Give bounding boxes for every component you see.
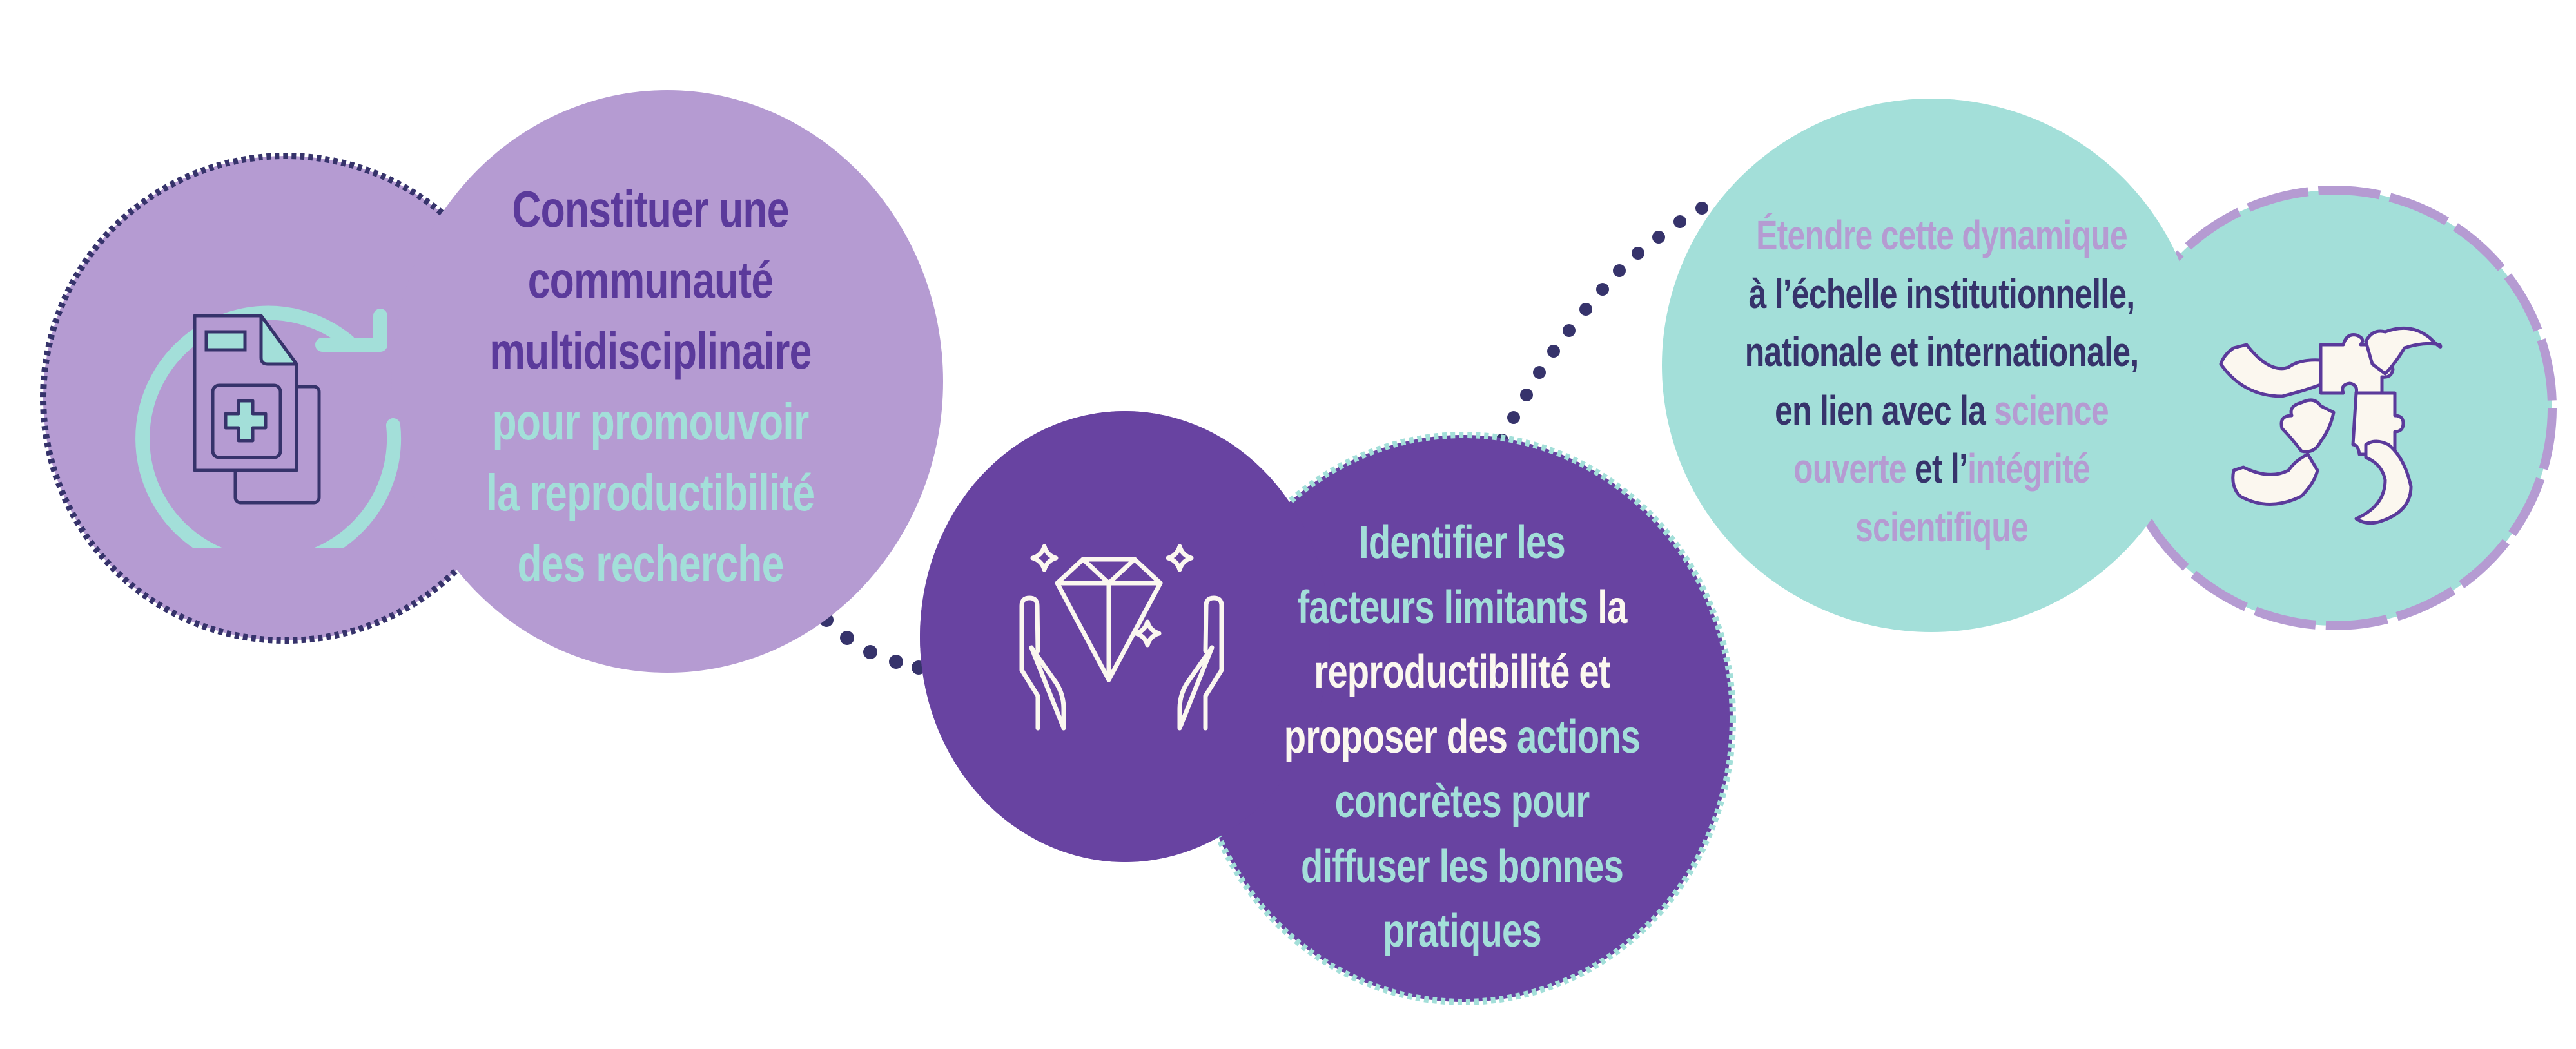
text-segment: la reproductibilité (486, 464, 815, 521)
step-3-icon (2218, 325, 2456, 532)
text-segment: facteurs limitants (1297, 581, 1588, 633)
connector-dots-2 (1496, 202, 1708, 447)
text-line: Identifier les (1284, 510, 1640, 575)
text-segment: actions (1517, 711, 1641, 763)
text-segment: pratiques (1383, 905, 1542, 957)
text-line: proposer des actions (1283, 705, 1641, 770)
text-segment: et l’ (1906, 445, 1968, 492)
text-line: à l’échelle institutionnelle, (1745, 265, 2139, 323)
text-segment: science (1994, 387, 2109, 434)
text-segment: des recherche (517, 535, 784, 592)
text-line: pour promouvoir (487, 387, 815, 457)
text-segment: nationale et internationale, (1744, 329, 2139, 375)
text-line: pratiques (1284, 899, 1640, 964)
step-2-text: Identifier les facteurs limitants la repro… (1283, 510, 1641, 964)
text-line: scientifique (1745, 498, 2139, 557)
hands-diamond-icon (1019, 544, 1224, 731)
text-line: facteurs limitants la (1284, 575, 1640, 640)
text-line: en lien avec la science (1745, 381, 2139, 440)
text-segment: Étendre cette dynamique (1756, 212, 2127, 258)
text-line: nationale et internationale, (1745, 323, 2139, 381)
step-1-icon (110, 251, 406, 572)
text-line: diffuser les bonnes (1284, 834, 1640, 900)
text-segment: la (1588, 581, 1627, 633)
text-segment: Constituer une (512, 180, 789, 238)
text-segment: reproductibilité et (1314, 646, 1610, 698)
text-segment: multidisciplinaire (489, 322, 812, 380)
text-segment: ouverte (1793, 445, 1907, 492)
step-2-icon (1019, 535, 1225, 747)
text-line: des recherche (487, 528, 815, 599)
text-line: multidisciplinaire (487, 316, 815, 387)
text-line: Constituer une (487, 174, 815, 245)
text-line: Étendre cette dynamique (1745, 206, 2139, 265)
step-3-text: Étendre cette dynamique à l’échelle insti… (1745, 206, 2139, 556)
text-segment: pour promouvoir (492, 393, 810, 450)
text-segment: scientifique (1855, 503, 2029, 550)
text-segment: concrètes pour (1334, 776, 1590, 827)
text-segment: proposer des (1283, 711, 1517, 763)
document-refresh-medical-icon (135, 305, 402, 572)
text-segment: diffuser les bonnes (1300, 840, 1624, 892)
text-line: la reproductibilité (487, 457, 815, 528)
hands-puzzle-icon (2219, 326, 2443, 525)
text-segment: en lien avec la (1775, 387, 1995, 434)
step-1-text: Constituer une communauté multidisciplinai… (487, 174, 815, 599)
text-segment: intégrité (1967, 445, 2091, 492)
step-3-shapes (1662, 99, 2557, 632)
text-segment: communauté (527, 251, 774, 309)
text-line: reproductibilité et (1284, 640, 1640, 705)
text-line: communauté (487, 245, 815, 316)
text-segment: à l’échelle institutionnelle, (1748, 270, 2136, 317)
text-segment: Identifier les (1359, 517, 1566, 568)
text-line: concrètes pour (1284, 769, 1640, 834)
step-2-shapes (920, 411, 1736, 1005)
connector-dots-1 (819, 613, 926, 675)
text-line: ouverte et l’intégrité (1745, 439, 2139, 498)
